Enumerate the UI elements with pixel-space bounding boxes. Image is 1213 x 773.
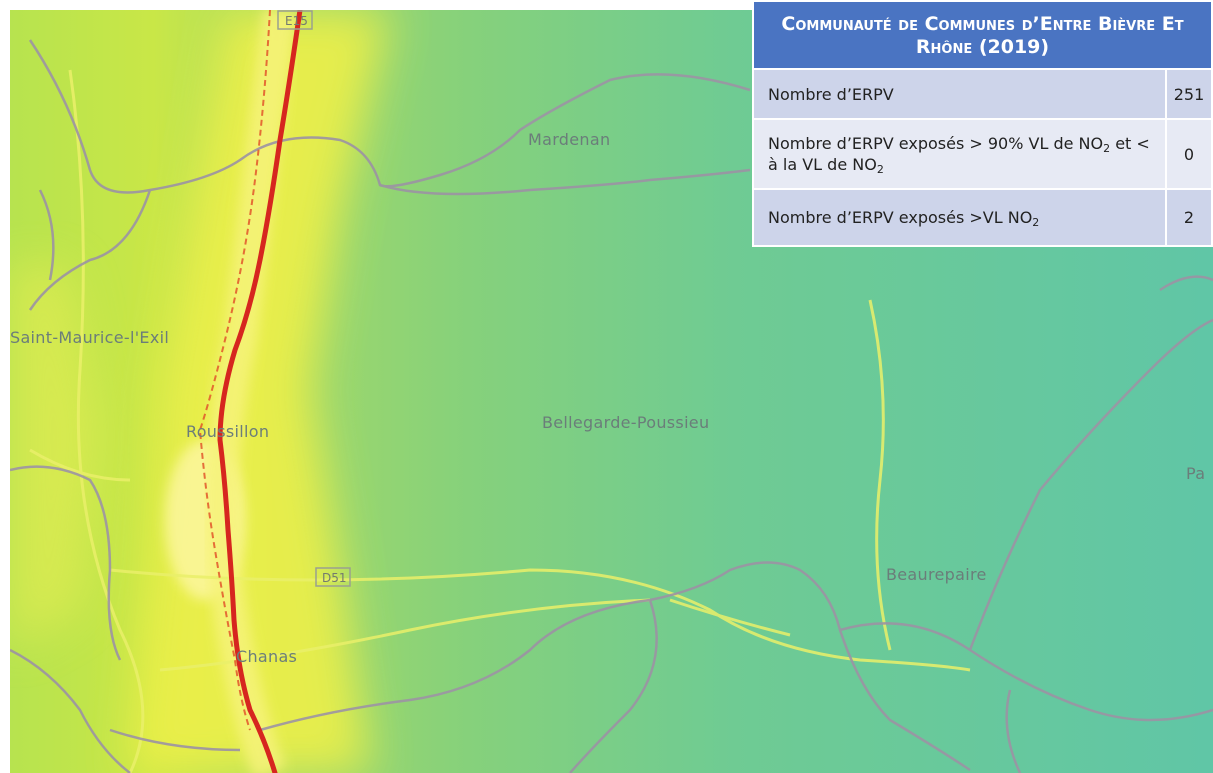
place-roussillon: Roussillon <box>186 422 269 441</box>
erpv-summary-table: Communauté de Communes d’Entre Bièvre Et… <box>752 0 1213 247</box>
place-mardenan: Mardenan <box>528 130 610 149</box>
place-pa-partial: Pa <box>1186 464 1205 483</box>
row-value-total: 251 <box>1165 68 1213 120</box>
place-saint-maurice: Saint-Maurice-l'Exil <box>10 328 169 347</box>
place-chanas: Chanas <box>236 647 297 666</box>
table-row: Nombre d’ERPV exposés >VL NO2 2 <box>752 188 1213 247</box>
motorway-hotspot <box>217 10 303 773</box>
place-bellegarde: Bellegarde-Poussieu <box>542 413 709 432</box>
svg-text:D51: D51 <box>322 571 347 585</box>
row-label-above-90: Nombre d’ERPV exposés > 90% VL de NO2 et… <box>752 118 1167 190</box>
place-beaurepaire: Beaurepaire <box>886 565 987 584</box>
commune-boundaries <box>10 39 1213 773</box>
table-title: Communauté de Communes d’Entre Bièvre Et… <box>752 0 1213 69</box>
road-label-e15: E15 <box>277 10 313 30</box>
west-glow <box>10 260 100 650</box>
row-label-above-vl: Nombre d’ERPV exposés >VL NO2 <box>752 188 1167 247</box>
svg-text:E15: E15 <box>285 14 308 28</box>
table-row: Nombre d’ERPV 251 <box>752 68 1213 120</box>
row-value-above-90: 0 <box>1165 118 1213 190</box>
row-value-above-vl: 2 <box>1165 188 1213 247</box>
road-label-d51: D51 <box>315 567 351 587</box>
row-label-total: Nombre d’ERPV <box>752 68 1167 120</box>
secondary-roads <box>29 69 971 773</box>
table-row: Nombre d’ERPV exposés > 90% VL de NO2 et… <box>752 118 1213 190</box>
rail-line <box>198 10 271 731</box>
